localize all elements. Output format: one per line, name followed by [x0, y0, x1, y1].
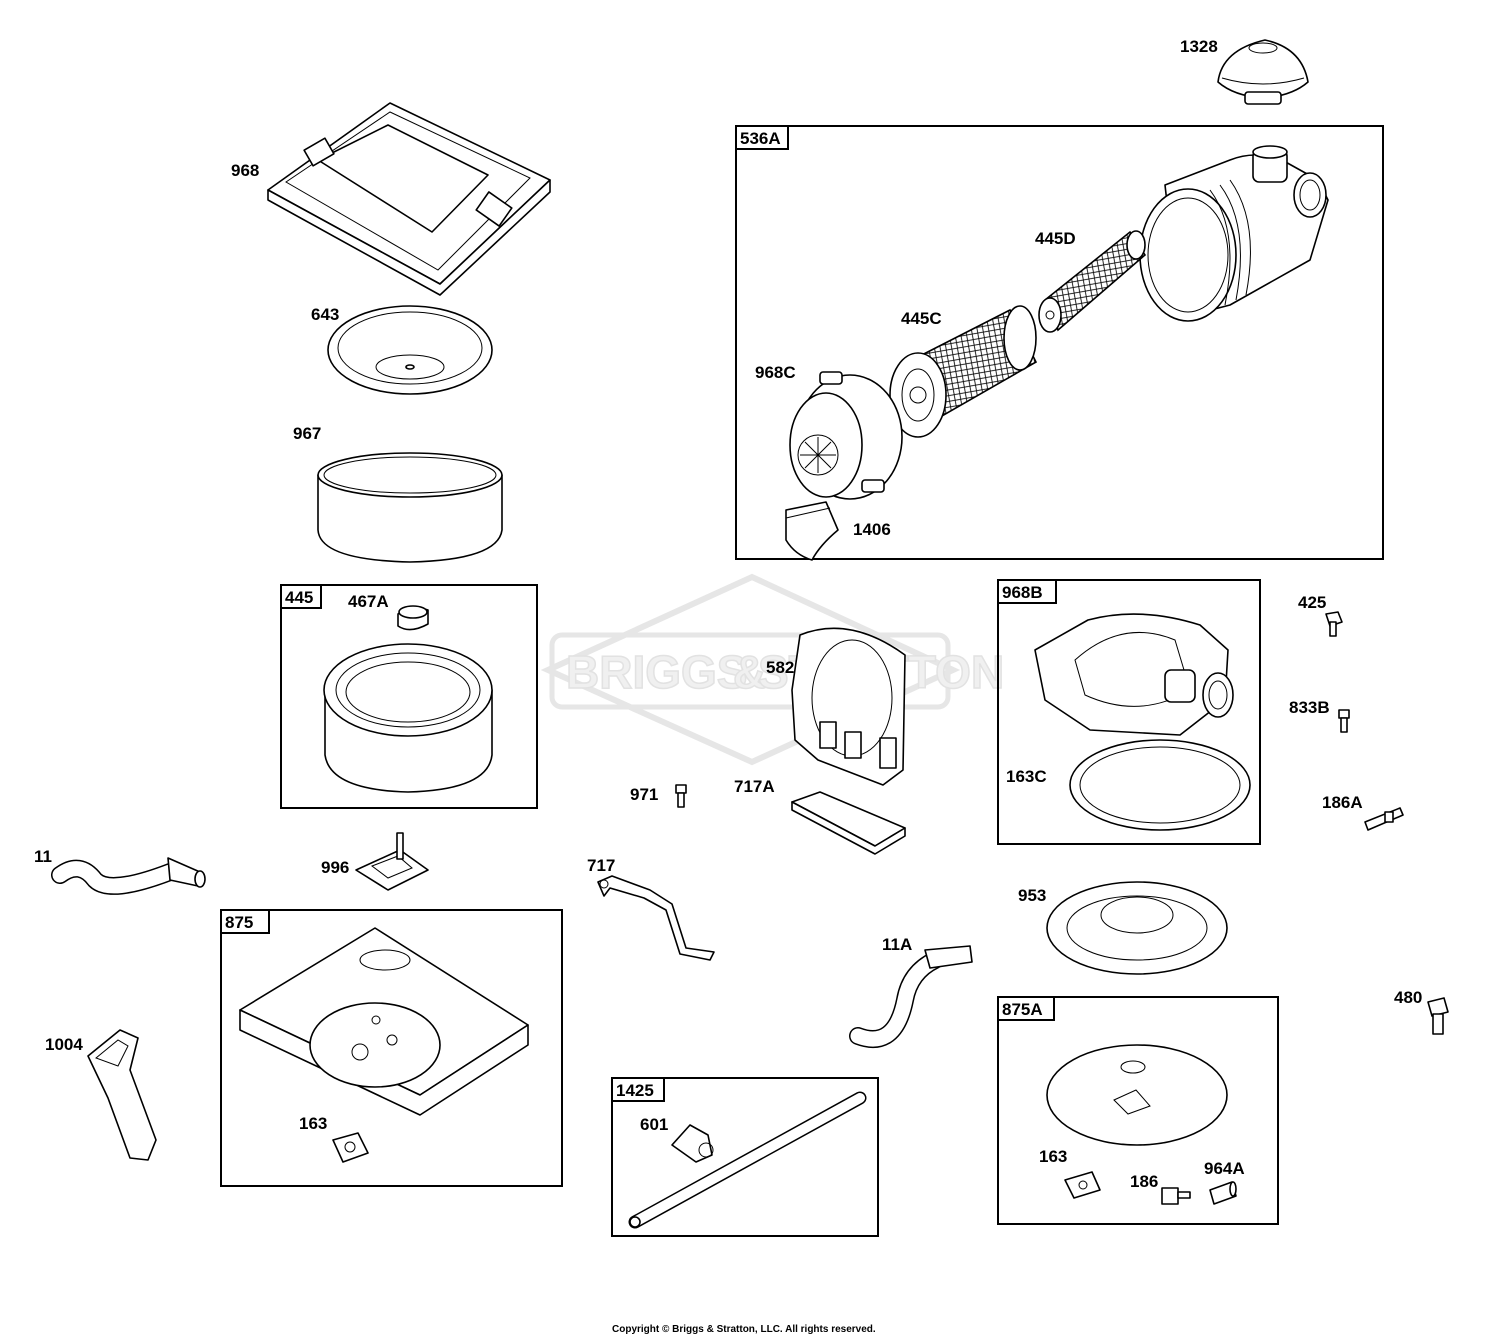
- label-163-875: 163: [299, 1114, 327, 1133]
- label-467A: 467A: [348, 592, 389, 611]
- air-cleaner-base-875: [239, 927, 529, 1116]
- label-643: 643: [311, 305, 339, 324]
- end-cap-968C: [789, 371, 903, 500]
- outer-filter-445C: [889, 305, 1038, 438]
- label-967: 967: [293, 424, 321, 443]
- label-964A: 964A: [1204, 1159, 1245, 1178]
- label-11: 11: [34, 847, 52, 866]
- label-601: 601: [640, 1115, 668, 1134]
- air-cleaner-body-536A: [1139, 145, 1329, 322]
- group-536A: 536A: [735, 125, 1384, 560]
- gasket-163-875: [332, 1132, 369, 1163]
- filter-base-plate-643: [327, 305, 493, 395]
- clip-601: [671, 1124, 714, 1163]
- breather-valve-996: [355, 832, 429, 891]
- label-1406: 1406: [853, 520, 891, 539]
- label-186A: 186A: [1322, 793, 1363, 812]
- group-label-1425: 1425: [616, 1081, 654, 1100]
- bracket-717A: [791, 791, 906, 855]
- label-968: 968: [231, 161, 259, 180]
- label-717A: 717A: [734, 777, 775, 796]
- group-label-875A: 875A: [1002, 1000, 1043, 1019]
- watermark-briggs: BRIGGS: [566, 646, 747, 698]
- label-717: 717: [587, 856, 615, 875]
- copyright-notice: Copyright © Briggs & Stratton, LLC. All …: [612, 1324, 876, 1335]
- label-11A: 11A: [882, 935, 912, 954]
- label-186: 186: [1130, 1172, 1158, 1191]
- label-425: 425: [1298, 593, 1326, 612]
- group-label-875: 875: [225, 913, 253, 932]
- rain-cap-1328: [1217, 39, 1309, 105]
- watermark-ampersand: &: [733, 646, 766, 698]
- bracket-717: [597, 875, 715, 961]
- bolt-971: [675, 784, 687, 808]
- inner-filter-445D: [1038, 230, 1147, 333]
- label-833B: 833B: [1289, 698, 1330, 717]
- cap-964A: [1209, 1181, 1237, 1205]
- plate-875A: [1046, 1044, 1228, 1146]
- bolt-833B: [1338, 709, 1350, 733]
- group-label-968B: 968B: [1002, 583, 1043, 602]
- label-1328: 1328: [1180, 37, 1218, 56]
- label-582: 582: [766, 658, 794, 677]
- label-445D: 445D: [1035, 229, 1076, 248]
- group-1425: 1425: [611, 1077, 879, 1237]
- label-996: 996: [321, 858, 349, 877]
- diaphragm-953: [1046, 881, 1228, 975]
- hose-11A: [849, 945, 973, 1049]
- duct-1004: [87, 1029, 157, 1161]
- bolt-480: [1427, 997, 1449, 1035]
- label-445C: 445C: [901, 309, 942, 328]
- group-875: 875: [220, 909, 563, 1187]
- air-filter-445: [323, 643, 493, 793]
- label-971: 971: [630, 785, 658, 804]
- filter-knob-467A: [397, 605, 429, 631]
- fitting-186: [1161, 1187, 1191, 1205]
- air-cleaner-cover-968: [267, 102, 551, 296]
- group-445: 445: [280, 584, 538, 809]
- valve-1406: [785, 501, 839, 561]
- breather-hose-11: [51, 857, 206, 895]
- label-1004: 1004: [45, 1035, 83, 1054]
- precleaner-sleeve-967: [317, 452, 503, 563]
- label-163C: 163C: [1006, 767, 1047, 786]
- group-968B: 968B: [997, 579, 1261, 845]
- group-label-536A: 536A: [740, 129, 781, 148]
- gasket-163-875A: [1064, 1171, 1101, 1199]
- bolt-425: [1325, 611, 1343, 637]
- group-label-445: 445: [285, 588, 313, 607]
- tube-1425: [628, 1091, 867, 1229]
- label-968C: 968C: [755, 363, 796, 382]
- group-875A: 875A: [997, 996, 1279, 1225]
- housing-968B: [1034, 613, 1234, 736]
- gasket-163C: [1069, 739, 1251, 831]
- mounting-bracket-582: [791, 627, 906, 786]
- fitting-186A: [1364, 807, 1404, 831]
- label-953: 953: [1018, 886, 1046, 905]
- label-480: 480: [1394, 988, 1422, 1007]
- label-163-875A: 163: [1039, 1147, 1067, 1166]
